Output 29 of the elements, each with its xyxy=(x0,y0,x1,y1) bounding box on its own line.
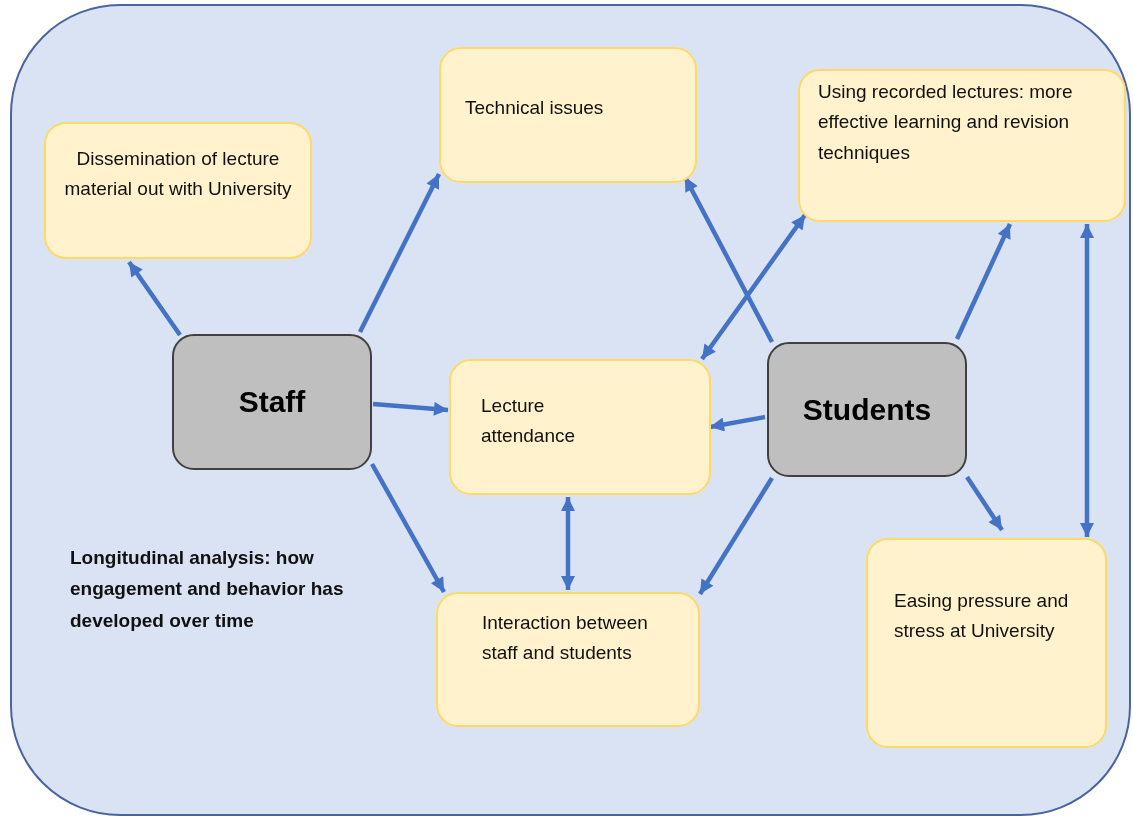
topic-box xyxy=(436,592,700,727)
topic-box xyxy=(44,122,312,259)
topic-label: Interaction between staff and students xyxy=(482,611,649,666)
arrow xyxy=(965,475,1004,532)
arrow xyxy=(372,401,449,416)
arrow xyxy=(954,223,1013,340)
arrow xyxy=(127,260,182,337)
topic-label: Using recorded lectures: more effective learning and revision techniques xyxy=(818,80,1074,165)
group-box xyxy=(172,334,372,470)
topic-box xyxy=(439,47,697,183)
topic-label: Technical issues xyxy=(465,96,605,120)
group-label: Students xyxy=(802,392,932,427)
topic-label: Dissemination of lecture material out with University xyxy=(63,147,293,202)
topic-label: Lecture attendance xyxy=(481,394,577,449)
arrow xyxy=(561,497,575,590)
background-panel xyxy=(10,4,1131,816)
arrow xyxy=(709,414,766,432)
topic-label: Easing pressure and stress at University xyxy=(894,589,1070,644)
group-label: Staff xyxy=(238,385,306,419)
group-box xyxy=(767,342,967,477)
note-text: Longitudinal analysis: how engagement and behavior has developed over time xyxy=(70,546,345,633)
arrow xyxy=(1080,224,1094,537)
topic-box xyxy=(798,69,1126,222)
topic-box xyxy=(449,359,711,495)
topic-box xyxy=(866,538,1107,748)
arrow xyxy=(358,173,441,333)
arrow xyxy=(700,213,807,361)
arrow xyxy=(370,462,446,594)
arrow xyxy=(698,476,774,596)
